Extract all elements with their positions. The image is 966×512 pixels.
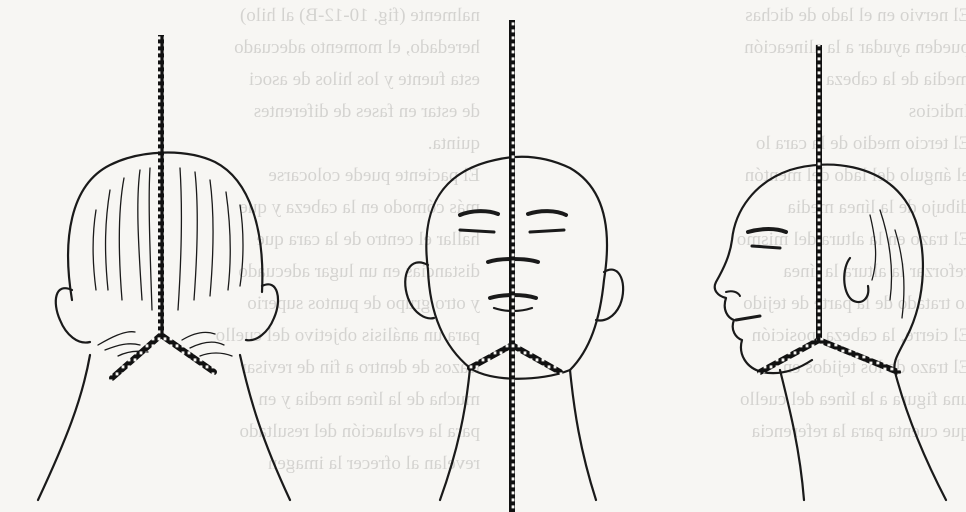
neck-side <box>780 370 946 500</box>
plumb-chain-side <box>816 45 822 340</box>
nostril <box>726 291 740 296</box>
plumb-chain-front <box>509 20 515 365</box>
hair-strokes <box>870 210 904 318</box>
left-brow <box>460 211 498 215</box>
neck-back <box>38 355 290 500</box>
chain-branch-left <box>112 335 161 378</box>
face-profile <box>715 170 812 373</box>
head-outline <box>68 153 262 300</box>
head-outline <box>426 157 607 370</box>
neck-front <box>440 368 596 500</box>
eye <box>752 246 780 248</box>
chain-branch-back <box>819 340 898 372</box>
chain-branch-left <box>470 345 512 368</box>
ear <box>844 258 868 302</box>
chain-branch-right <box>512 345 560 372</box>
brow <box>748 229 786 232</box>
hair-strokes <box>93 168 243 310</box>
mouth <box>736 316 760 320</box>
right-ear <box>596 270 623 321</box>
right-brow <box>528 211 566 215</box>
chain-branch-front <box>760 340 819 372</box>
plumb-chain-front-lower <box>509 365 515 512</box>
left-ear <box>56 288 90 342</box>
plumb-chain-back <box>158 35 164 335</box>
right-eye <box>530 230 564 232</box>
head-side-view <box>715 165 946 500</box>
left-eye <box>460 230 494 232</box>
